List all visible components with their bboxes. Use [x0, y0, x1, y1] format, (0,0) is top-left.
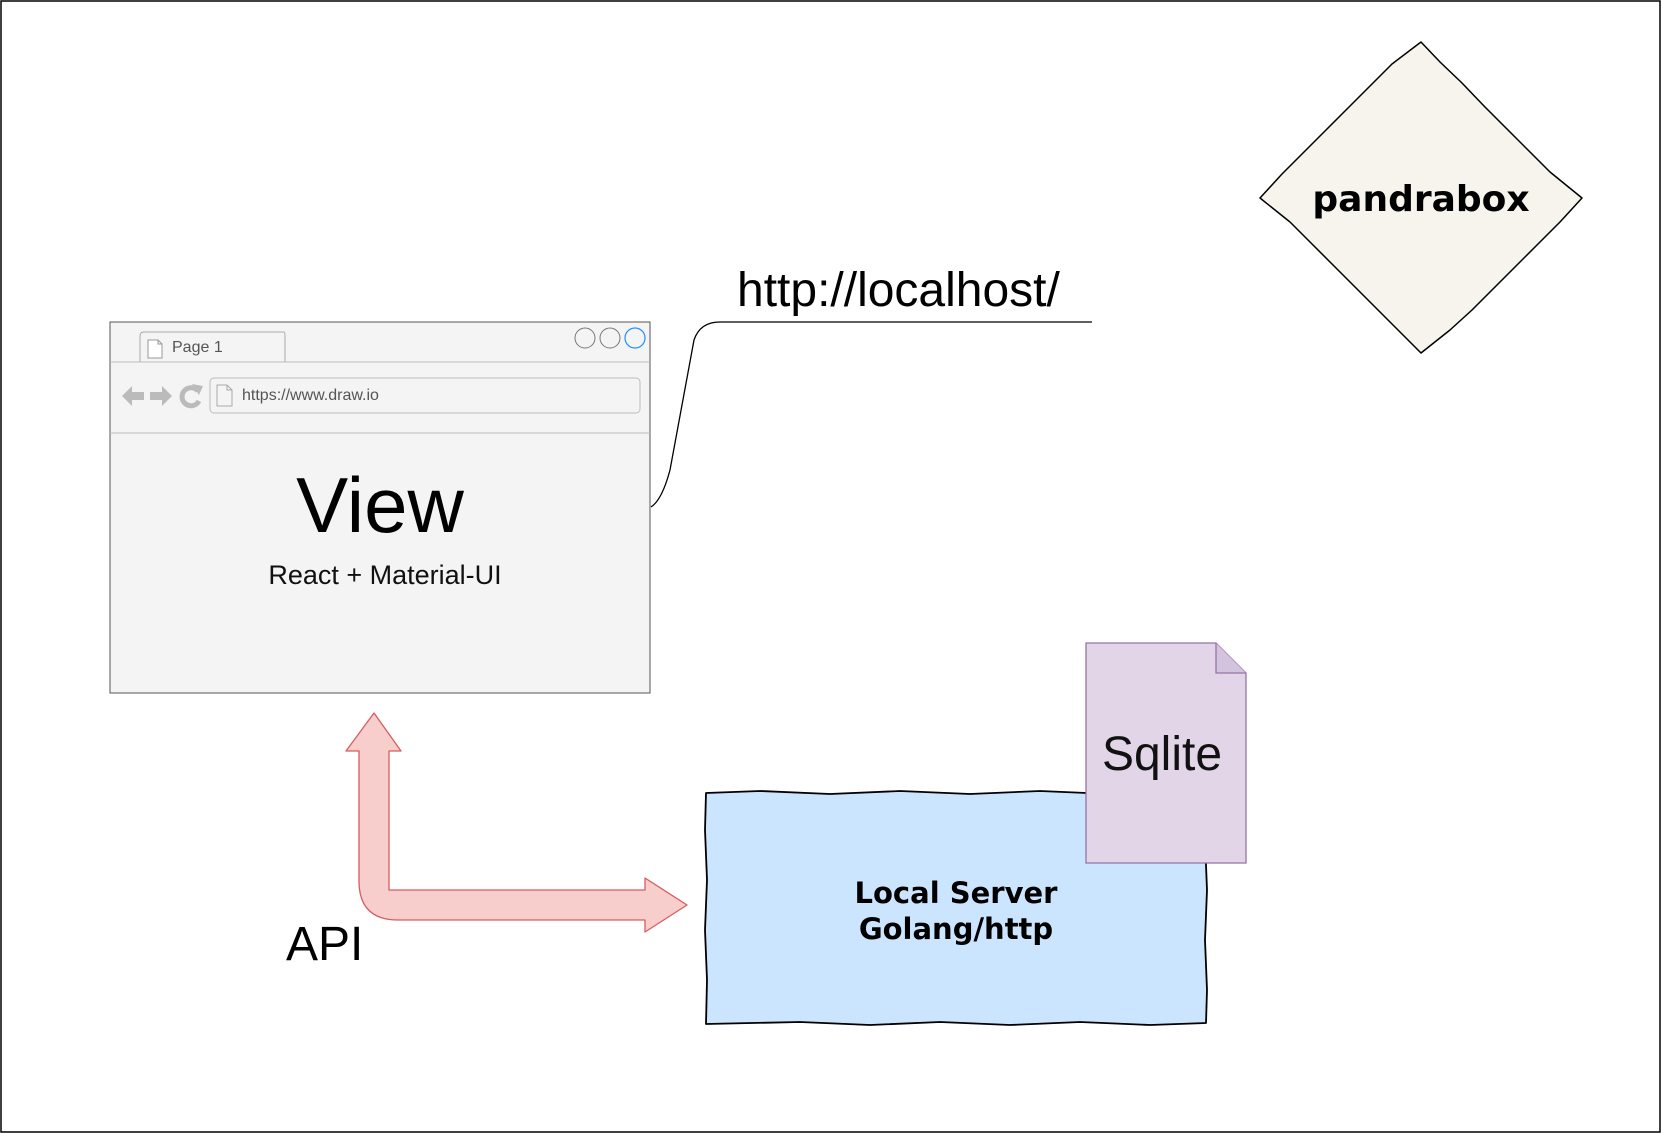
back-arrow-icon[interactable]	[122, 386, 144, 406]
page-fold-icon	[1215, 643, 1246, 674]
server-line2: Golang/http	[859, 912, 1053, 946]
window-close-icon[interactable]	[624, 327, 646, 349]
browser-window[interactable]: Page 1 https://www.draw.io View React + …	[109, 321, 651, 694]
window-minimize-icon[interactable]	[574, 327, 596, 349]
view-title: View	[296, 461, 464, 549]
pandrabox-label: pandrabox	[1312, 179, 1529, 220]
pandrabox-diamond	[1259, 41, 1583, 354]
address-url: https://www.draw.io	[242, 387, 379, 404]
browser-tab[interactable]	[139, 331, 286, 362]
server-line1: Local Server	[855, 876, 1059, 910]
server-box	[704, 790, 1208, 1026]
address-bar[interactable]	[209, 377, 641, 414]
view-subtitle: React + Material-UI	[268, 560, 501, 590]
sqlite-label: Sqlite	[1102, 728, 1222, 781]
api-arrow	[345, 712, 688, 933]
url-callout-line	[650, 321, 1092, 508]
tab-label: Page 1	[172, 339, 223, 356]
sqlite-document	[1085, 642, 1247, 864]
forward-arrow-icon[interactable]	[150, 386, 172, 406]
window-maximize-icon[interactable]	[599, 327, 621, 349]
refresh-icon[interactable]	[179, 384, 203, 409]
url-callout-text: http://localhost/	[737, 264, 1061, 317]
url-page-icon	[216, 384, 233, 407]
api-label: API	[286, 918, 363, 971]
page-icon	[147, 339, 163, 359]
